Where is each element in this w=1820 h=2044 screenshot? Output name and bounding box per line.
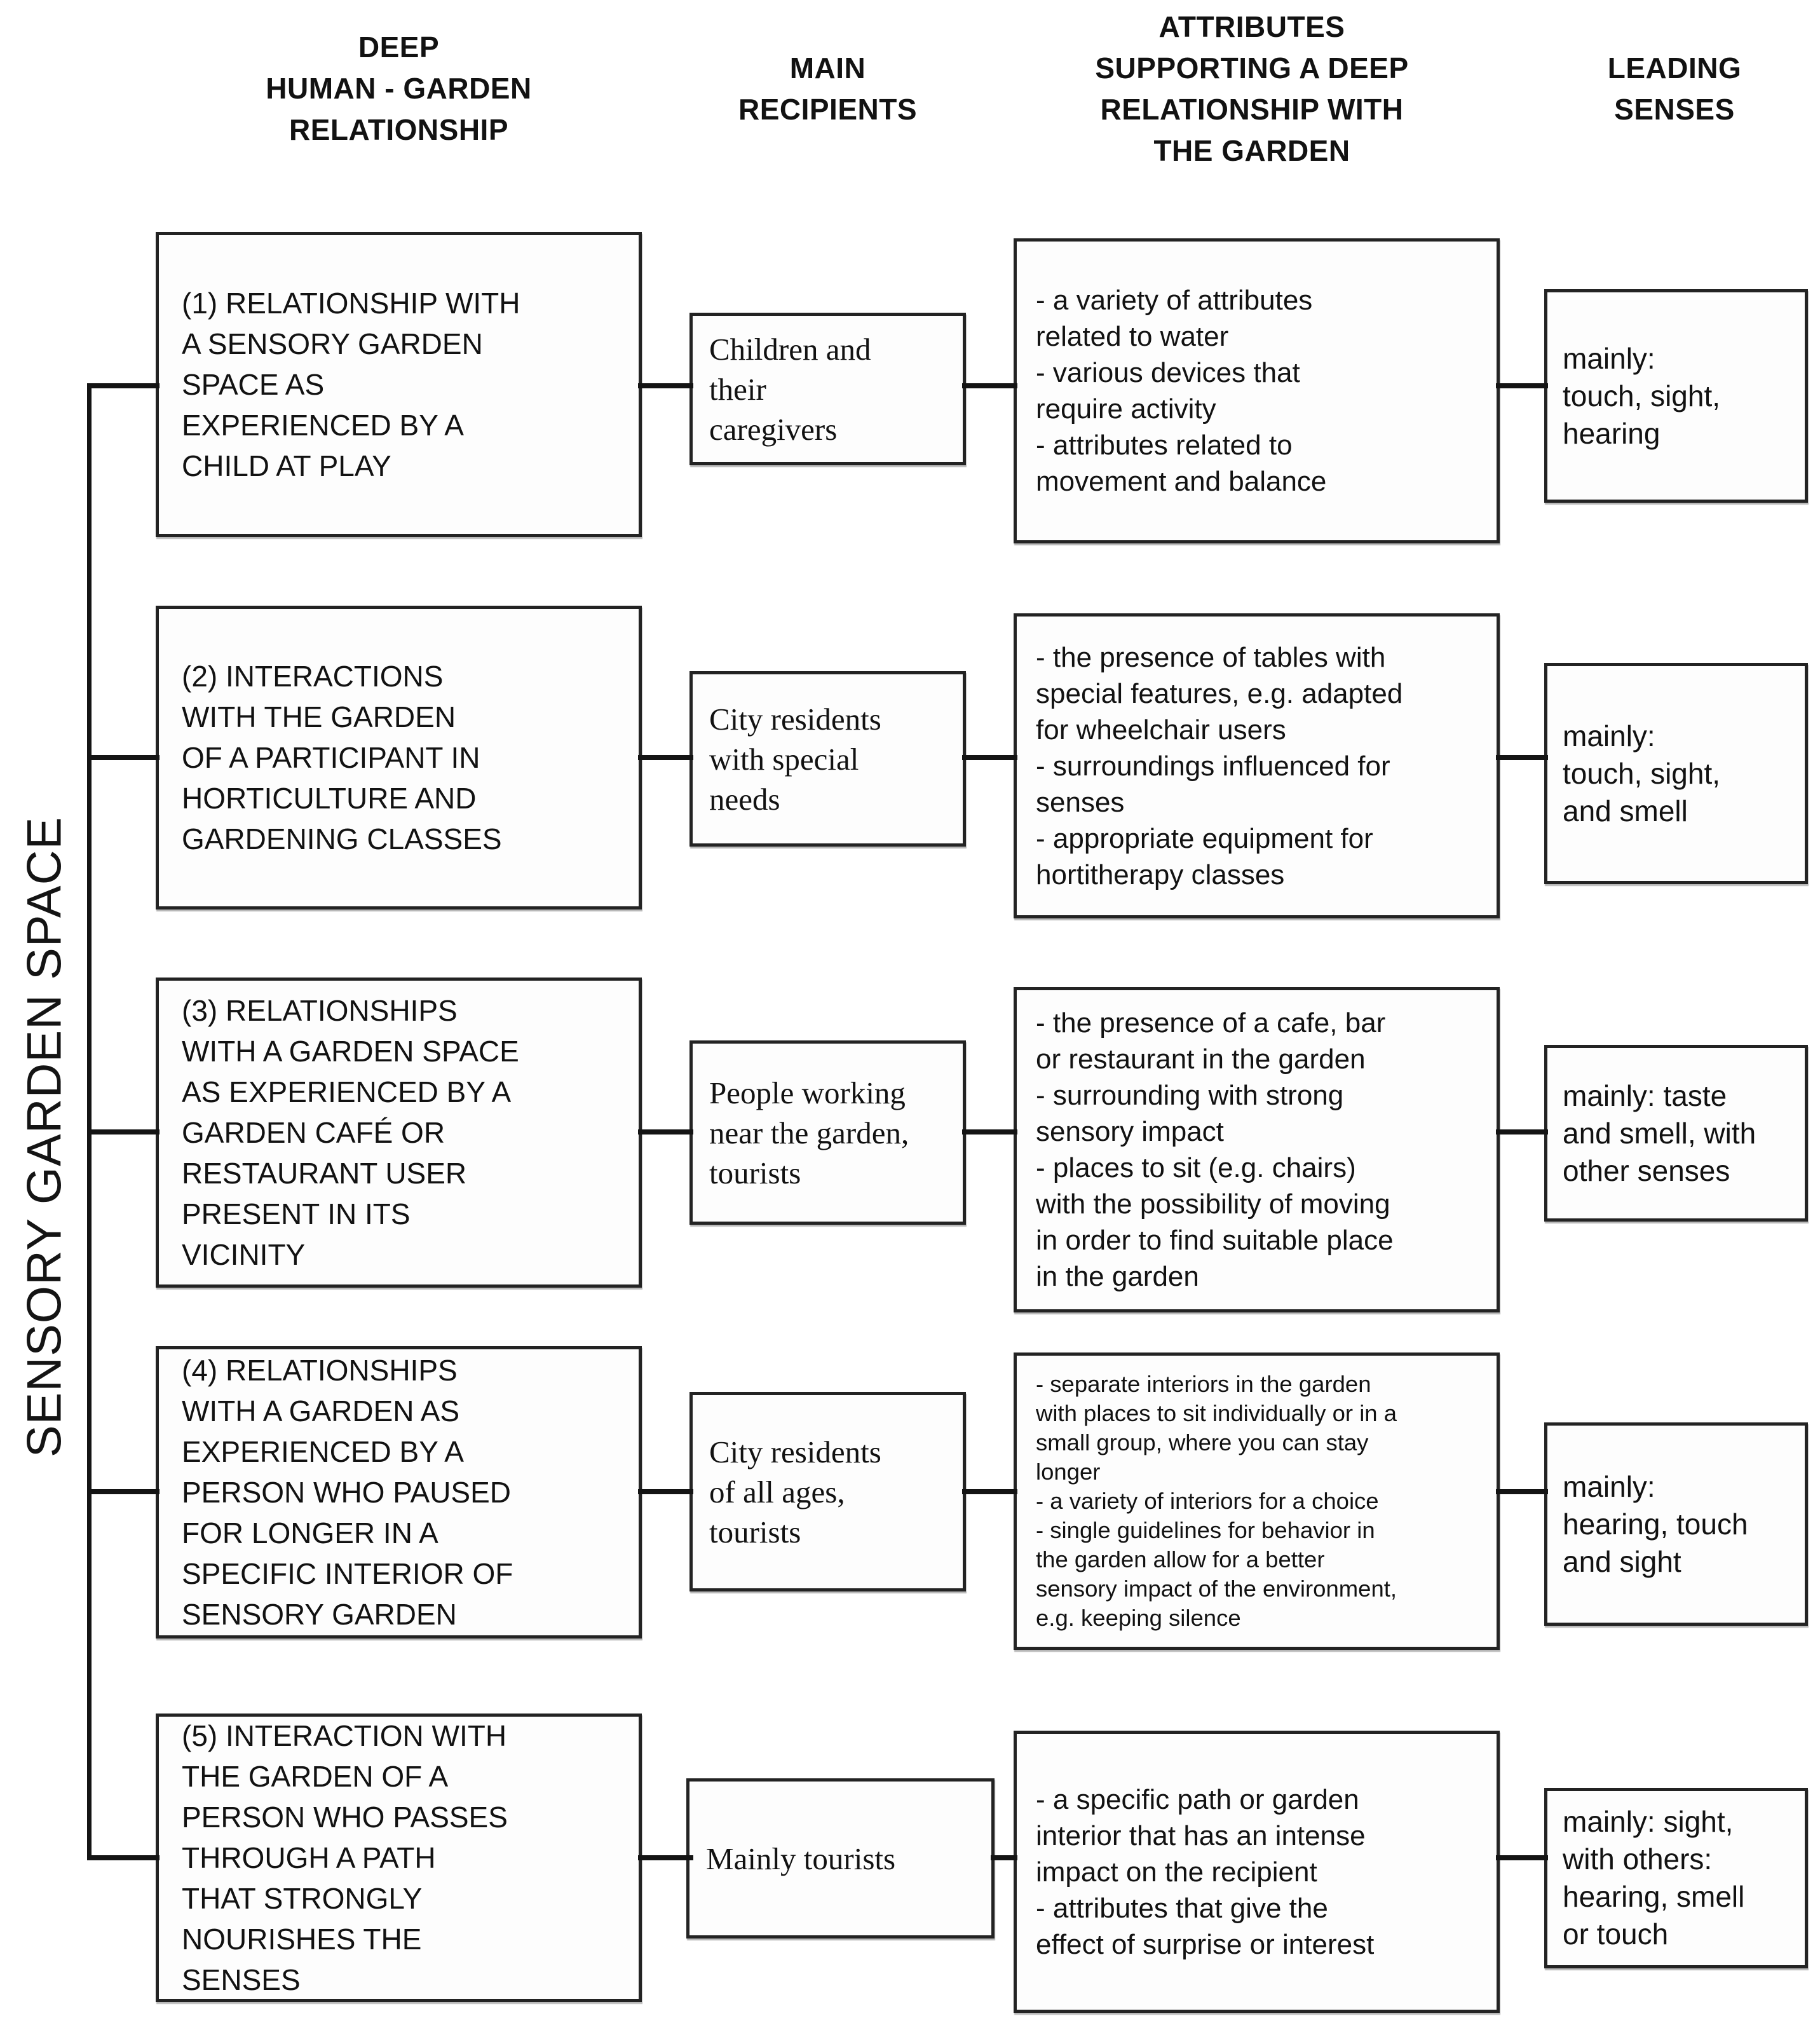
- relationship-text: (5) INTERACTION WITH THE GARDEN OF A PER…: [182, 1719, 508, 1996]
- senses-box-2: mainly: touch, sight, and smell: [1544, 663, 1808, 884]
- column-header-attributes: ATTRIBUTES SUPPORTING A DEEP RELATIONSHI…: [1095, 10, 1409, 167]
- relationship-text: (3) RELATIONSHIPS WITH A GARDEN SPACE AS…: [182, 994, 519, 1271]
- relationship-text: (1) RELATIONSHIP WITH A SENSORY GARDEN S…: [182, 287, 520, 482]
- attributes-text: - a variety of attributes related to wat…: [1036, 285, 1327, 497]
- attributes-text: - separate interiors in the garden with …: [1036, 1371, 1397, 1631]
- attributes-box-3: - the presence of a cafe, bar or restaur…: [1014, 987, 1500, 1312]
- connector-line-5-2: [991, 1855, 1017, 1860]
- recipients-text: City residents with special needs: [709, 701, 881, 817]
- relationship-text: (4) RELATIONSHIPS WITH A GARDEN AS EXPER…: [182, 1354, 513, 1631]
- attributes-box-1: - a variety of attributes related to wat…: [1014, 238, 1500, 543]
- senses-text: mainly: sight, with others: hearing, sme…: [1563, 1805, 1745, 1951]
- senses-box-1: mainly: touch, sight, hearing: [1544, 289, 1808, 503]
- connector-line-4-2: [962, 1489, 1017, 1494]
- connector-line-2-2: [962, 755, 1017, 760]
- relationship-box-5: (5) INTERACTION WITH THE GARDEN OF A PER…: [156, 1714, 642, 2002]
- relationship-box-1: (1) RELATIONSHIP WITH A SENSORY GARDEN S…: [156, 232, 642, 537]
- connector-line-4-1: [638, 1489, 693, 1494]
- branch-line-1: [87, 383, 160, 388]
- column-header-senses: LEADING SENSES: [1607, 51, 1742, 126]
- recipients-box-2: City residents with special needs: [689, 671, 966, 847]
- recipients-text: People working near the garden, tourists: [709, 1075, 909, 1190]
- attributes-box-2: - the presence of tables with special fe…: [1014, 613, 1500, 918]
- senses-text: mainly: taste and smell, with other sens…: [1563, 1079, 1756, 1187]
- connector-line-3-3: [1496, 1129, 1548, 1134]
- connector-line-5-3: [1496, 1855, 1548, 1860]
- recipients-box-5: Mainly tourists: [686, 1778, 995, 1938]
- relationship-box-2: (2) INTERACTIONS WITH THE GARDEN OF A PA…: [156, 606, 642, 910]
- trunk-line: [87, 383, 92, 1860]
- relationship-box-4: (4) RELATIONSHIPS WITH A GARDEN AS EXPER…: [156, 1346, 642, 1639]
- sensory-garden-space-label: SENSORY GARDEN SPACE: [17, 816, 72, 1458]
- senses-box-4: mainly: hearing, touch and sight: [1544, 1422, 1808, 1626]
- recipients-box-1: Children and their caregivers: [689, 313, 966, 465]
- connector-line-1-3: [1496, 383, 1548, 388]
- recipients-box-4: City residents of all ages, tourists: [689, 1392, 966, 1591]
- connector-line-5-1: [638, 1855, 693, 1860]
- branch-line-2: [87, 755, 160, 760]
- attributes-text: - the presence of a cafe, bar or restaur…: [1036, 1007, 1394, 1292]
- relationship-box-3: (3) RELATIONSHIPS WITH A GARDEN SPACE AS…: [156, 978, 642, 1288]
- relationship-text: (2) INTERACTIONS WITH THE GARDEN OF A PA…: [182, 660, 502, 855]
- recipients-text: Mainly tourists: [706, 1841, 896, 1876]
- connector-line-2-3: [1496, 755, 1548, 760]
- connector-line-4-3: [1496, 1489, 1548, 1494]
- senses-text: mainly: touch, sight, hearing: [1563, 341, 1721, 450]
- column-header-relationship: DEEP HUMAN - GARDEN RELATIONSHIP: [266, 31, 532, 146]
- recipients-text: Children and their caregivers: [709, 331, 871, 447]
- recipients-box-3: People working near the garden, tourists: [689, 1040, 966, 1225]
- senses-text: mainly: hearing, touch and sight: [1563, 1469, 1748, 1578]
- branch-line-4: [87, 1489, 160, 1494]
- senses-box-5: mainly: sight, with others: hearing, sme…: [1544, 1788, 1808, 1968]
- connector-line-2-1: [638, 755, 693, 760]
- attributes-box-4: - separate interiors in the garden with …: [1014, 1352, 1500, 1650]
- attributes-box-5: - a specific path or garden interior tha…: [1014, 1731, 1500, 2013]
- senses-box-3: mainly: taste and smell, with other sens…: [1544, 1045, 1808, 1222]
- attributes-text: - a specific path or garden interior tha…: [1036, 1783, 1375, 1960]
- senses-text: mainly: touch, sight, and smell: [1563, 719, 1721, 828]
- recipients-text: City residents of all ages, tourists: [709, 1434, 881, 1550]
- attributes-text: - the presence of tables with special fe…: [1036, 641, 1403, 890]
- branch-line-3: [87, 1129, 160, 1134]
- branch-line-5: [87, 1855, 160, 1860]
- column-header-recipients: MAIN RECIPIENTS: [738, 51, 918, 126]
- connector-line-1-1: [638, 383, 693, 388]
- connector-line-3-1: [638, 1129, 693, 1134]
- connector-line-1-2: [962, 383, 1017, 388]
- connector-line-3-2: [962, 1129, 1017, 1134]
